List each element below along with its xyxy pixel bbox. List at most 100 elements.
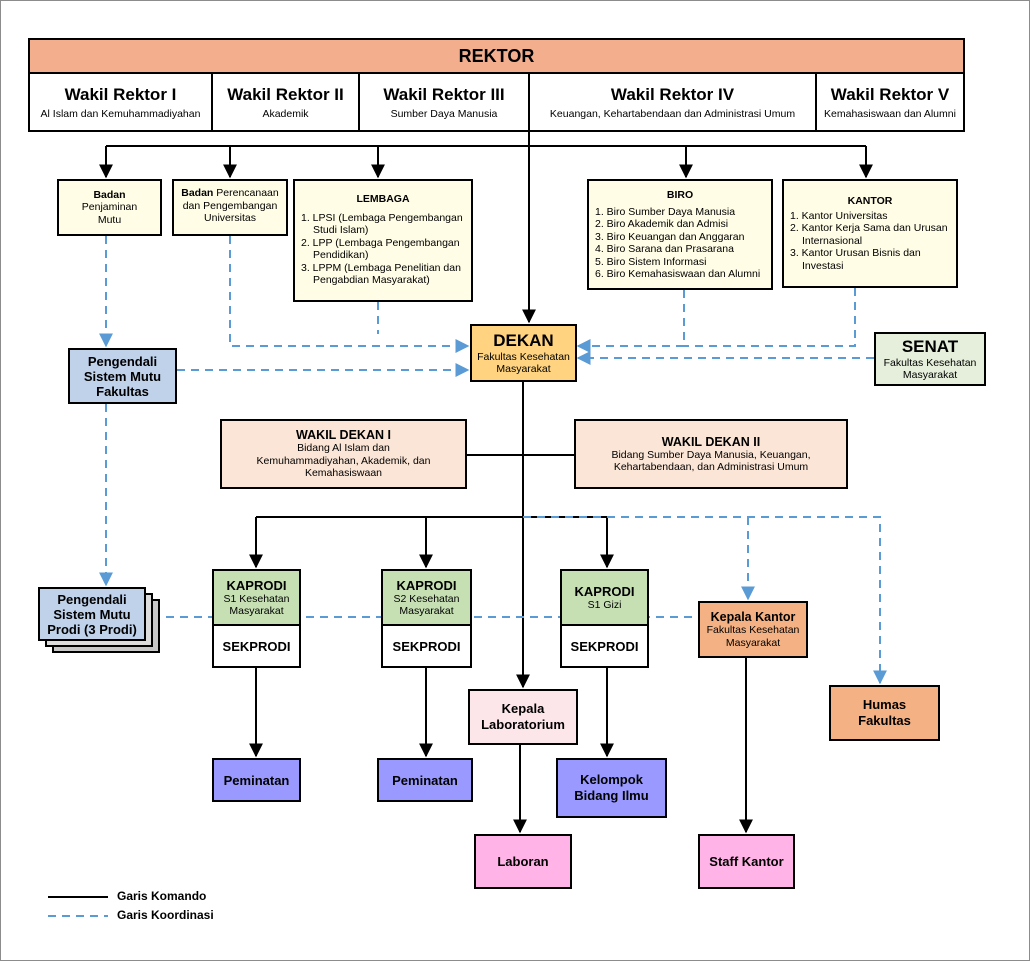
lembaga-list: 1. LPSI (Lembaga Pengembangan Studi Isla… [301,212,465,287]
wakil-rektor-1: Wakil Rektor I Al Islam dan Kemuhammadiy… [28,72,213,132]
lembaga-title: LEMBAGA [356,193,410,205]
kaprodi-1-line1: S1 Kesehatan [223,592,290,605]
peminatan-2-label: Peminatan [392,772,458,788]
biro-item: 2. Biro Akademik dan Admisi [595,218,729,230]
badan-penjaminan-mutu: Badan Penjaminan Mutu [57,179,162,236]
biro-item: 1. Biro Sumber Daya Manusia [595,205,736,218]
biro-box: BIRO 1. Biro Sumber Daya Manusia 2. Biro… [587,179,773,290]
laboran-label: Laboran [497,854,549,869]
dekan-box: DEKAN Fakultas Kesehatan Masyarakat [470,324,577,382]
biro-list: 1. Biro Sumber Daya Manusia 2. Biro Akad… [595,206,765,281]
biro-item: 6. Biro Kemahasiswaan dan Alumni [595,268,761,280]
kelompok-line1: Kelompok [580,772,643,787]
kaprodi-3-line1: S1 Gizi [587,598,622,611]
pengendali-fakultas-box: Pengendali Sistem Mutu Fakultas [68,348,177,404]
humas-line2: Fakultas [858,713,911,728]
wakil-dekan-1-line1: Bidang Al Islam dan [297,442,390,455]
wakil-rektor-5-title: Wakil Rektor V [830,84,950,104]
laboran-box: Laboran [474,834,572,889]
peminatan-2-box: Peminatan [377,758,473,802]
wakil-rektor-5-subtitle: Kemahasiswaan dan Alumni [824,107,956,120]
kantor-box: KANTOR 1. Kantor Universitas 2. Kantor K… [782,179,958,288]
dekan-line2: Masyarakat [496,363,551,375]
wakil-dekan-1-title: WAKIL DEKAN I [296,428,391,443]
kaprodi-3-box: KAPRODI S1 Gizi [560,569,649,626]
wakil-dekan-2-line1: Bidang Sumber Daya Manusia, Keuangan, [611,448,811,461]
wakil-dekan-2-box: WAKIL DEKAN II Bidang Sumber Daya Manusi… [574,419,848,489]
rektor-title: REKTOR [458,45,535,66]
pengendali-fakultas-line1: Pengendali [87,353,158,369]
badan-perencanaan-line2: dan Pengembangan [182,199,278,212]
senat-line2: Masyarakat [902,369,958,381]
kantor-list: 1. Kantor Universitas 2. Kantor Kerja Sa… [790,210,950,273]
pengendali-fakultas-line2: Sistem Mutu [83,368,162,384]
badan-perencanaan: Badan Perencanaan dan Pengembangan Unive… [172,179,288,236]
legend-komando-label: Garis Komando [117,889,207,903]
badan-mutu-line2: Mutu [97,213,122,226]
kaprodi-2-line2: Masyarakat [399,605,454,617]
wakil-dekan-1-box: WAKIL DEKAN I Bidang Al Islam dan Kemuha… [220,419,467,489]
biro-item: 4. Biro Sarana dan Prasarana [595,243,734,255]
wakil-rektor-4: Wakil Rektor IV Keuangan, Kehartabendaan… [528,72,817,132]
biro-item: 3. Biro Keuangan dan Anggaran [595,230,745,243]
kaprodi-1-line2: Masyarakat [229,605,284,617]
wakil-rektor-3-title: Wakil Rektor III [383,84,505,104]
biro-item: 5. Biro Sistem Informasi [595,255,707,268]
rektor-box: REKTOR [28,38,965,74]
staff-kantor-label: Staff Kantor [709,854,784,869]
kaprodi-3-title: KAPRODI [574,583,635,599]
dash-badan-perencanaan-to-dekan [229,236,470,353]
badan-mutu-line1: Penjaminan [81,201,138,214]
sekprodi-2-label: SEKPRODI [392,638,461,654]
kaprodi-2-box: KAPRODI S2 Kesehatan Masyarakat [381,569,472,626]
staff-kantor-box: Staff Kantor [698,834,795,889]
kepala-kantor-title: Kepala Kantor [710,610,796,624]
kepala-kantor-line2: Masyarakat [725,636,781,649]
legend-koordinasi-label: Garis Koordinasi [117,908,214,922]
badan-perencanaan-line3: Universitas [204,212,256,224]
kantor-title: KANTOR [847,195,893,207]
pengendali-prodi-line2: Sistem Mutu [53,606,131,622]
kepala-kantor-line1: Fakultas Kesehatan [706,624,800,636]
kantor-item: 1. Kantor Universitas [790,209,888,222]
lembaga-item: 3. LPPM (Lembaga Penelitian dan Pengabdi… [301,261,461,287]
senat-line1: Fakultas Kesehatan [883,356,977,369]
dash-biro-to-dekan [576,290,685,353]
dash-kantor-to-dekan [684,288,856,347]
kaprodi-1-title: KAPRODI [226,577,287,593]
kantor-item: 3. Kantor Urusan Bisnis dan Investasi [790,247,921,272]
kepala-lab-box: Kepala Laboratorium [468,689,578,745]
sekprodi-3-label: SEKPRODI [570,638,639,654]
kantor-item: 2. Kantor Kerja Sama dan Urusan Internas… [790,222,948,247]
wakil-rektor-4-subtitle: Keuangan, Kehartabendaan dan Administras… [549,107,796,120]
dekan-title: DEKAN [493,330,554,350]
kaprodi-2-line1: S2 Kesehatan [393,592,460,605]
dekan-line1: Fakultas Kesehatan [477,350,570,363]
badan-perencanaan-rest: Perencanaan [213,187,279,199]
wakil-rektor-1-title: Wakil Rektor I [64,84,177,104]
wakil-rektor-1-subtitle: Al Islam dan Kemuhammadiyahan [40,107,201,120]
kepala-kantor-box: Kepala Kantor Fakultas Kesehatan Masyara… [698,601,808,658]
humas-fakultas-box: Humas Fakultas [829,685,940,741]
pengendali-prodi-line1: Pengendali [57,591,127,607]
senat-box: SENAT Fakultas Kesehatan Masyarakat [874,332,986,386]
sekprodi-1-label: SEKPRODI [222,638,291,654]
pengendali-prodi-box: Pengendali Sistem Mutu Prodi (3 Prodi) [38,587,146,641]
peminatan-1-box: Peminatan [212,758,301,802]
wakil-dekan-2-title: WAKIL DEKAN II [661,434,761,449]
wakil-rektor-4-title: Wakil Rektor IV [610,84,735,104]
wakil-rektor-3: Wakil Rektor III Sumber Daya Manusia [358,72,530,132]
sekprodi-3-box: SEKPRODI [560,624,649,668]
kelompok-line2: Bidang Ilmu [574,788,649,803]
wakil-dekan-1-line2: Kemuhammadiyahan, Akademik, dan [256,454,431,467]
humas-line1: Humas [862,697,907,712]
kelompok-bidang-ilmu-box: Kelompok Bidang Ilmu [556,758,667,818]
lembaga-box: LEMBAGA 1. LPSI (Lembaga Pengembangan St… [293,179,473,302]
kaprodi-1-box: KAPRODI S1 Kesehatan Masyarakat [212,569,301,626]
kepala-lab-line1: Kepala [501,701,545,716]
lembaga-item: 2. LPP (Lembaga Pengembangan Pendidikan) [301,236,460,262]
kepala-lab-line2: Laboratorium [481,717,565,732]
lembaga-item: 1. LPSI (Lembaga Pengembangan Studi Isla… [301,211,463,237]
wakil-dekan-1-line3: Kemahasiswaan [304,467,383,480]
